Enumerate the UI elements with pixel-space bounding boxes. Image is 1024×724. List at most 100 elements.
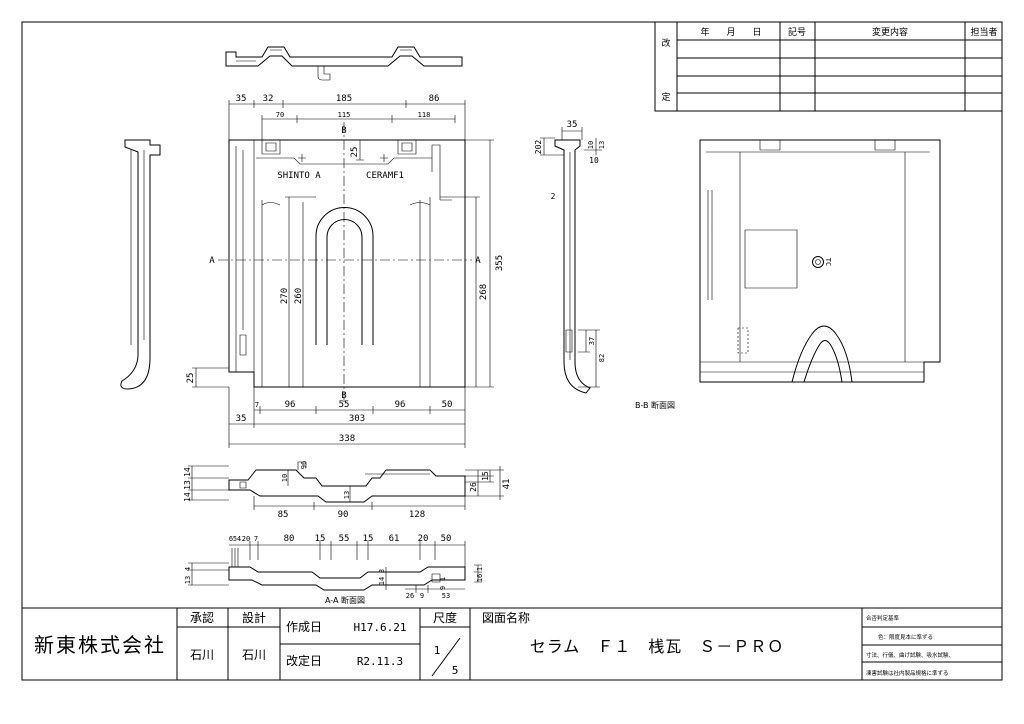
dimension-label: 15 xyxy=(481,471,490,481)
approve-name: 石川 xyxy=(190,648,214,662)
dimension-label: 35 xyxy=(236,94,247,104)
created-date: H17.6.21 xyxy=(354,621,407,634)
criteria-heading: 合否判定基準 xyxy=(866,614,900,622)
company-name: 新東株式会社 xyxy=(34,633,166,657)
section-marker-a-left: A xyxy=(209,256,215,266)
dimension-label: 115 xyxy=(338,111,351,119)
section-marker-b-bottom: B xyxy=(341,391,346,401)
maker-mark-logo-inner xyxy=(815,259,821,265)
top-elevation-view xyxy=(225,46,463,81)
dimension-label: 13 xyxy=(184,576,192,584)
section-aa-title: A-A 断面図 xyxy=(325,595,365,605)
tile-plan-outline xyxy=(228,139,466,388)
section-bb-title: B-B 断面図 xyxy=(635,400,675,410)
section-bb-outline xyxy=(554,139,591,394)
dimension-label: 260 xyxy=(294,288,304,304)
maker-mark-logo xyxy=(812,256,824,268)
drawing-frame xyxy=(21,21,1003,681)
dimension-label: 53 xyxy=(442,592,450,600)
dimension-label: 14 xyxy=(378,577,386,585)
section-aa-lower-details xyxy=(188,541,482,593)
section-marker-a-right: A xyxy=(475,256,481,266)
dimension-label: 82 xyxy=(598,354,606,362)
dimension-label: 35 xyxy=(567,120,578,130)
dimension-label: 35 xyxy=(236,414,247,424)
title-block: 新東株式会社 承認 石川 設計 石川 作成日 H17.6.21 改定日 R2.1… xyxy=(22,607,1002,680)
scale-label: 尺度 xyxy=(433,610,457,625)
interlock-arch xyxy=(315,207,374,345)
revision-side-label-bottom: 定 xyxy=(661,91,670,103)
revision-header-mark: 記号 xyxy=(788,26,806,38)
dimension-label: 9 xyxy=(420,592,424,600)
approve-label: 承認 xyxy=(190,610,214,625)
scale-numerator: 1 xyxy=(434,644,441,657)
revised-date: R2.11.3 xyxy=(357,655,403,668)
section-centerlines xyxy=(218,122,472,402)
section-aa-lower-view: 6 5 4 20 7 80 15 55 15 61 20 50 13 4 14 … xyxy=(184,534,484,605)
dimension-label: 1 xyxy=(439,577,447,581)
dimension-label: 7 xyxy=(254,535,258,543)
dimension-label: 14 xyxy=(183,467,192,477)
section-aa-upper-view: 96 10 14 13 14 26 15 41 13 85 90 128 xyxy=(183,461,512,520)
dimension-label: 303 xyxy=(349,414,365,424)
criteria-line: 寸法、行儀、曲げ試験、吸水試験、 xyxy=(866,651,954,659)
dimension-label: 25 xyxy=(186,373,196,384)
revision-header-year: 年 xyxy=(700,26,709,38)
left-side-view xyxy=(120,139,161,390)
dimension-label: 25 xyxy=(350,147,360,158)
revision-table: 改 定 年 月 日 記号 変更内容 担当者 xyxy=(654,22,1002,112)
criteria-line: 色：限度見本に準ずる xyxy=(878,633,933,641)
section-aa-lower-outline xyxy=(228,566,466,591)
design-label: 設計 xyxy=(242,610,266,625)
criteria-line: 凍害試験は社内製品規格に準ずる xyxy=(866,669,949,677)
stamp-text-left: SHINTO A xyxy=(277,171,321,181)
dimension-label: 26 xyxy=(406,592,414,600)
scale-denominator: 5 xyxy=(452,664,459,677)
dimension-label: 10 xyxy=(589,156,599,165)
tile-plan-details xyxy=(235,140,452,387)
dimension-label: 9 xyxy=(439,586,447,590)
back-view-hidden-line xyxy=(737,327,749,354)
tile-elevation-details xyxy=(236,49,412,81)
dimension-label: 50 xyxy=(441,534,452,544)
dimension-label: 118 xyxy=(418,111,431,119)
back-view-arch xyxy=(791,325,853,383)
dimension-label: 37 xyxy=(588,337,596,345)
dimension-label: 355 xyxy=(495,255,505,271)
revision-table-grid xyxy=(654,22,1002,112)
section-bb-view: 35 202 10 13 10 2 37 82 B-B 断面図 xyxy=(534,120,675,410)
revision-header-month: 月 xyxy=(726,27,735,38)
dimension-label: 185 xyxy=(336,94,352,104)
section-marker-b-top: B xyxy=(341,126,346,136)
dimension-label: 90 xyxy=(338,510,349,520)
maker-mark-text: TC xyxy=(824,258,832,266)
revision-header-day: 日 xyxy=(752,27,761,38)
dimension-label: 96 xyxy=(300,461,308,469)
dimension-label: 338 xyxy=(339,434,355,444)
dimension-label: 55 xyxy=(339,400,350,410)
dimension-label: 20 xyxy=(242,535,250,543)
dimension-label: 202 xyxy=(534,140,543,155)
section-aa-upper-details xyxy=(188,461,504,510)
dimension-label: 70 xyxy=(276,111,284,119)
dimension-label: 10 xyxy=(587,141,595,149)
tile-elevation-outline xyxy=(225,46,463,67)
dimension-label: 3 xyxy=(378,569,386,573)
design-name: 石川 xyxy=(242,648,266,662)
dimension-label: 1 xyxy=(476,567,484,571)
dimension-label: 50 xyxy=(442,400,453,410)
dimension-label: 15 xyxy=(363,534,374,544)
drawing-name-label: 図面名称 xyxy=(482,610,530,625)
dimension-label: 41 xyxy=(502,479,512,490)
section-aa-upper-outline xyxy=(228,469,466,503)
dimension-label: 10 xyxy=(281,474,289,482)
side-profile-details xyxy=(130,150,145,345)
dimension-label: 7 xyxy=(255,401,259,409)
dimension-label: 4 xyxy=(184,567,192,571)
dimension-label: 2 xyxy=(551,192,556,201)
revision-header-content: 変更内容 xyxy=(872,26,908,38)
dimension-label: 32 xyxy=(263,94,274,104)
revised-date-label: 改定日 xyxy=(286,653,322,668)
dimension-label: 4 xyxy=(237,535,241,543)
dimension-label: 86 xyxy=(429,94,440,104)
